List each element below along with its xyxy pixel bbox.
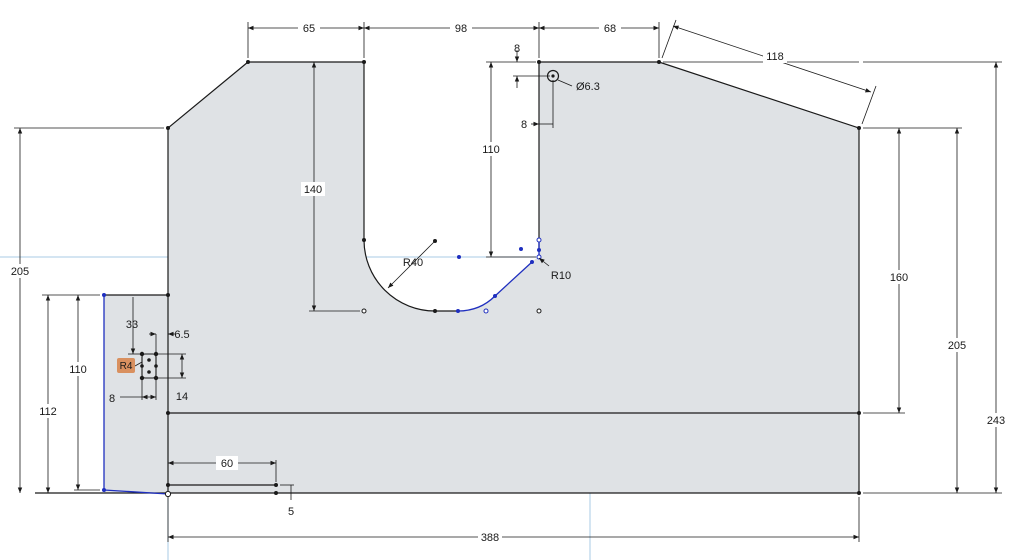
blue-points[interactable] bbox=[102, 247, 541, 492]
dim-65[interactable]: 65 bbox=[303, 23, 315, 35]
dim-118[interactable]: 118 bbox=[766, 51, 784, 63]
hollow-points[interactable] bbox=[164, 308, 542, 498]
dim-60[interactable]: 60 bbox=[221, 458, 233, 470]
dim-388[interactable]: 388 bbox=[481, 532, 499, 544]
dim-5[interactable]: 5 bbox=[288, 506, 294, 518]
dim-68[interactable]: 68 bbox=[604, 23, 616, 35]
slot-points[interactable] bbox=[139, 351, 159, 381]
dim-110-slot[interactable]: 110 bbox=[482, 144, 500, 156]
profile-edges[interactable] bbox=[35, 61, 860, 494]
dim-r10[interactable]: R10 bbox=[551, 270, 571, 282]
dimension-text-bg bbox=[8, 21, 1008, 544]
dim-243[interactable]: 243 bbox=[987, 415, 1005, 427]
vertex-points[interactable] bbox=[166, 60, 861, 495]
dim-33[interactable]: 33 bbox=[126, 319, 138, 331]
dim-14[interactable]: 14 bbox=[176, 391, 188, 403]
dim-98[interactable]: 98 bbox=[455, 23, 467, 35]
dim-205-right[interactable]: 205 bbox=[948, 340, 966, 352]
dim-r40[interactable]: R40 bbox=[403, 257, 423, 269]
dimension-values: 65 98 68 118 8 8 Ø6.3 110 140 R40 R10 16… bbox=[11, 23, 1005, 544]
dim-hole-8-vertical[interactable]: 8 bbox=[514, 43, 520, 55]
part-profile[interactable] bbox=[104, 62, 859, 493]
dim-140[interactable]: 140 bbox=[304, 184, 322, 196]
dim-r4: R4 bbox=[120, 361, 133, 372]
dim-160[interactable]: 160 bbox=[890, 272, 908, 284]
dim-hole-diameter[interactable]: Ø6.3 bbox=[576, 81, 600, 93]
dim-hole-8-horizontal[interactable]: 8 bbox=[521, 119, 527, 131]
hollow-blue-points[interactable] bbox=[483, 237, 542, 314]
dim-6-5[interactable]: 6.5 bbox=[174, 329, 189, 341]
r4-badge[interactable]: R4 bbox=[117, 358, 135, 373]
dim-110-left[interactable]: 110 bbox=[69, 364, 87, 376]
dim-112[interactable]: 112 bbox=[39, 406, 57, 418]
dim-205-left[interactable]: 205 bbox=[11, 266, 29, 278]
dim-8-slot[interactable]: 8 bbox=[109, 393, 115, 405]
